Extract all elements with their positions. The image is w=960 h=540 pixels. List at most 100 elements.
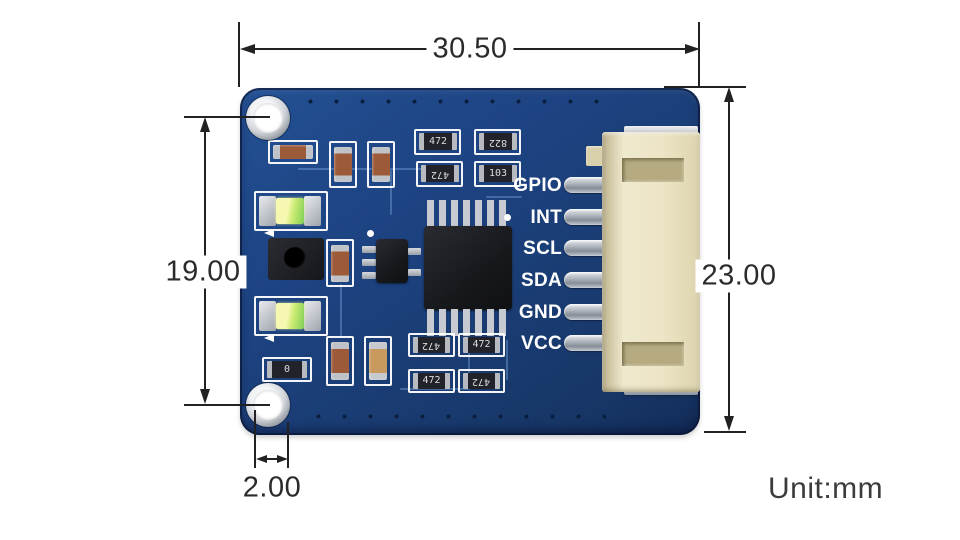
pin1-marker-dot [367,230,374,237]
resistor-code: 472 [472,376,491,387]
pcb-trace [400,388,470,390]
pin-label-sda: SDA [520,270,562,291]
led [276,198,304,224]
extension-line-top [184,116,270,118]
extension-line-top-right [664,86,746,88]
silkscreen-outline [414,129,461,155]
arrowhead-right-icon [277,455,288,463]
silkscreen-outline [367,141,395,188]
extension-line-bottom [184,404,270,406]
resistor: 472 [413,373,450,389]
resistor-code: 822 [488,136,508,148]
dimension-line-height [728,94,730,424]
pcb-trace [468,340,470,380]
silkscreen-outline [416,161,463,187]
silkscreen-outline [474,161,521,187]
pin-label-vcc: VCC [520,333,562,354]
extension-line-hole [254,410,256,468]
pin-label-gpio: GPIO [513,175,562,196]
silkscreen-outline [326,336,354,386]
ic-leads-top [427,200,511,227]
silkscreen-outline [262,357,312,382]
arrowhead-up-icon [724,87,734,102]
silkscreen-outline [474,129,521,155]
pcb-trace [486,196,522,198]
resistor: 472 [463,337,500,353]
pcb-trace [298,168,428,170]
resistor: 822 [479,133,517,150]
pin1-marker-dot [504,214,511,221]
pcb-trace [506,340,508,380]
resistor: 103 [479,165,517,182]
capacitor [331,342,349,380]
sot23-lead [362,259,376,266]
resistor-code: 472 [472,339,491,350]
resistor-code: 103 [488,167,508,179]
capacitor [331,245,349,282]
polarity-arrow-icon [260,229,274,237]
silkscreen-outline [329,141,357,188]
dimension-width-value: 30.50 [426,32,514,66]
sot23-regulator [376,239,408,283]
extension-line-left [238,22,240,87]
dimension-hole-span-value: 19.00 [159,255,247,289]
silkscreen-outline [408,369,455,393]
unit-label: Unit:mm [768,472,884,505]
mounting-hole-bore [253,103,283,133]
capacitor [334,147,352,182]
sot23-lead [362,246,376,253]
led [276,303,304,329]
led-pad [304,196,321,226]
arrowhead-down-icon [724,416,734,431]
ic-leads-bottom [427,309,511,336]
resistor: 472 [463,373,500,389]
arrowhead-right-icon [685,44,700,54]
resistor: 472 [421,165,459,182]
silkscreen-outline [408,333,455,357]
resistor-code: 472 [422,340,441,351]
via-row-top [308,99,610,104]
capacitor [372,147,390,182]
led-pad [259,301,276,331]
dimension-offset-value: 2.00 [236,471,308,505]
resistor: 472 [419,133,457,150]
silkscreen-outline [458,333,505,357]
polarity-arrow-icon [260,334,274,342]
pcb-trace [390,170,392,215]
pcb-board: 472 472 822 103 [240,88,700,435]
resistor-code: 0 [283,363,291,375]
sot23-lead [362,272,376,279]
silkscreen-outline [364,336,392,386]
silkscreen-outline [254,191,328,231]
main-ic-chip [424,226,512,310]
resistor-code: 472 [430,168,450,180]
zero-ohm-resistor: 0 [267,361,307,378]
dimension-height-value: 23.00 [695,259,783,293]
silkscreen-outline [254,296,328,336]
extension-line-right [698,22,700,87]
resistor-code: 472 [422,375,441,386]
proximity-sensor [268,238,324,280]
silkscreen-outline [326,239,354,287]
capacitor [273,145,313,159]
sot23-lead [408,248,421,255]
via-row-bottom [316,414,606,419]
extension-line-bottom-right [704,431,746,433]
resistor: 472 [413,337,450,353]
arrowhead-left-icon [240,44,255,54]
silkscreen-outline [268,140,318,164]
mounting-hole-top-left [246,96,290,140]
sensor-aperture [284,247,306,269]
pin-label-int: INT [530,207,562,228]
dimension-line-offset [263,458,281,460]
silkscreen-outline [458,369,505,393]
connector-recess [622,342,684,366]
sot23-lead [408,269,421,276]
extension-line-hole [287,422,289,468]
capacitor [369,342,387,380]
arrowhead-left-icon [256,455,267,463]
arrowhead-up-icon [200,117,210,132]
resistor-code: 472 [428,135,448,147]
arrowhead-down-icon [200,389,210,404]
